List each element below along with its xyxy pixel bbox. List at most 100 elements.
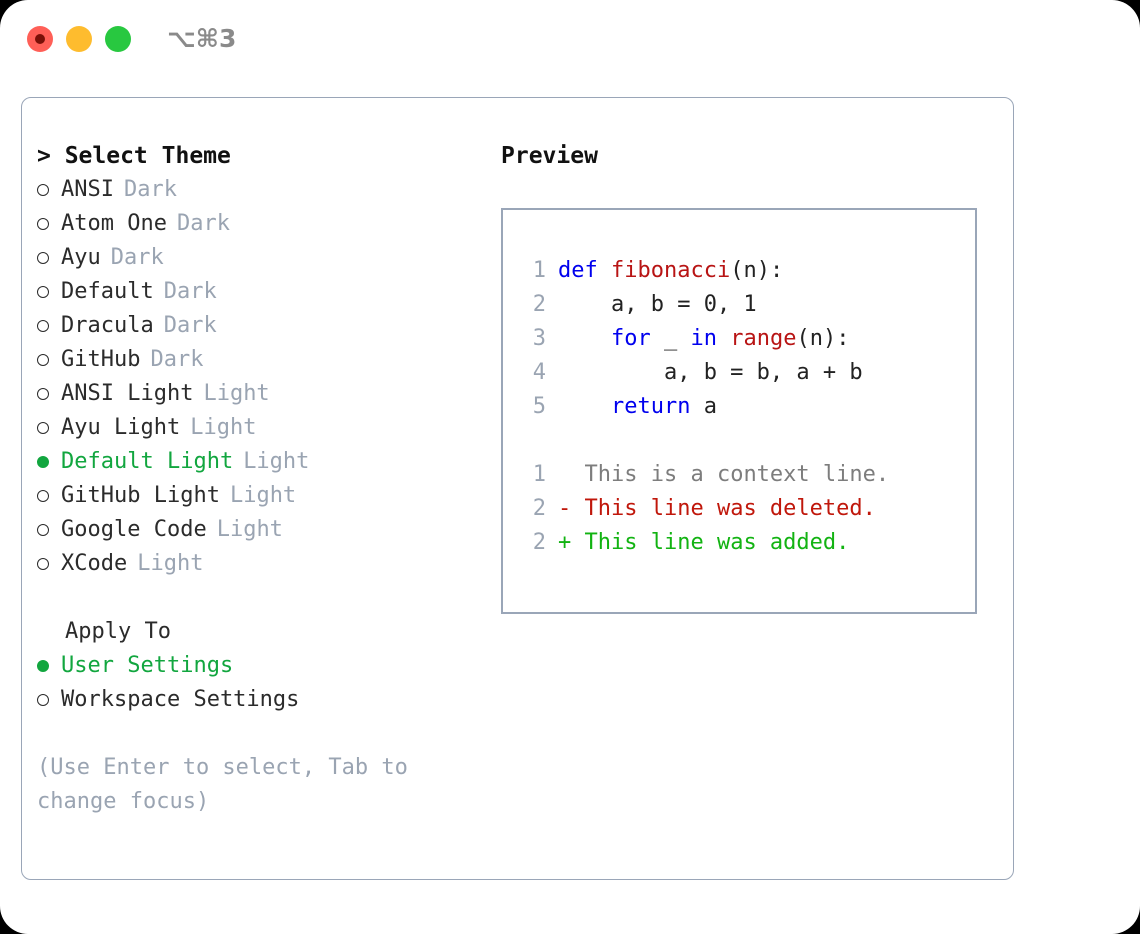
radio-unselected-icon [37, 694, 61, 706]
radio-unselected-icon [37, 422, 61, 434]
minimize-window-button[interactable] [66, 26, 92, 52]
code-line: 1 def fibonacci(n): [516, 254, 969, 288]
theme-option-label: ANSI [61, 177, 114, 202]
radio-dot [37, 456, 49, 468]
theme-option-label: Ayu [61, 245, 101, 270]
diff-line-added: 2 + This line was added. [516, 526, 969, 560]
code-line: 4 a, b = b, a + b [516, 356, 969, 390]
theme-option-kind: Light [243, 449, 310, 474]
code-sample: 1 def fibonacci(n): 2 a, b = 0, 1 3 for _ i… [516, 254, 969, 560]
code-line-number: 2 [532, 292, 546, 317]
apply-to-option-user-settings[interactable]: User Settings [37, 649, 477, 683]
radio-unselected-icon [37, 252, 61, 264]
maximize-window-button[interactable] [105, 26, 131, 52]
theme-option-label: XCode [61, 551, 128, 576]
code-token-pl: a, b = b, a + b [558, 360, 863, 385]
list-spacer [37, 581, 477, 615]
radio-unselected-icon [37, 388, 61, 400]
preview-heading: Preview [501, 143, 598, 169]
radio-unselected-icon [37, 354, 61, 366]
radio-unselected-icon [37, 558, 61, 570]
code-line-text: def fibonacci(n): [558, 254, 783, 288]
theme-option-label: Google Code [61, 517, 207, 542]
theme-option-ansi[interactable]: ANSI Dark [37, 173, 477, 207]
diff-line-body: - This line was deleted. [558, 492, 876, 526]
radio-unselected-icon [37, 286, 61, 298]
keyboard-shortcut-label: ⌥⌘3 [167, 24, 237, 53]
apply-to-option-workspace-settings[interactable]: Workspace Settings [37, 683, 477, 717]
theme-option-kind: Dark [163, 279, 217, 304]
code-token-fn: range [730, 326, 797, 351]
preview-box: 1 def fibonacci(n): 2 a, b = 0, 1 3 for _ i… [501, 208, 977, 614]
title-bar: ⌥⌘3 [0, 0, 1140, 78]
radio-unselected-icon [37, 184, 61, 196]
theme-option-ayu[interactable]: Ayu Dark [37, 241, 477, 275]
close-inner-dot [35, 34, 45, 44]
radio-unselected-icon [37, 524, 61, 536]
code-token-pl: a, b = 0, 1 [558, 292, 757, 317]
code-line-number: 1 [532, 258, 546, 283]
close-window-button[interactable] [27, 26, 53, 52]
code-diff-separator [516, 424, 969, 458]
theme-option-label: Dracula [61, 313, 154, 338]
code-line-number: 4 [532, 360, 546, 385]
apply-to-option-label: User Settings [61, 653, 234, 678]
select-theme-heading: > Select Theme [37, 143, 231, 169]
theme-option-kind: Light [229, 483, 297, 508]
theme-option-label: Atom One [61, 211, 167, 236]
code-token-pl: _ [650, 326, 691, 351]
radio-dot [37, 286, 49, 298]
code-token-kw: def [558, 258, 611, 283]
diff-line-text: This is a context line. [584, 462, 890, 487]
code-line: 3 for _ in range(n): [516, 322, 969, 356]
code-token-kw: in [690, 326, 731, 351]
code-line-text: for _ in range(n): [558, 322, 849, 356]
theme-option-xcode[interactable]: XCode Light [37, 547, 477, 581]
diff-marker: - [558, 496, 572, 521]
code-token-kw: for [610, 326, 651, 351]
theme-option-default[interactable]: Default Dark [37, 275, 477, 309]
theme-option-label: ANSI Light [61, 381, 194, 406]
radio-unselected-icon [37, 490, 61, 502]
theme-option-kind: Light [203, 381, 270, 406]
diff-line-body: This is a context line. [558, 458, 890, 492]
theme-option-kind: Dark [110, 245, 164, 270]
theme-option-kind: Dark [150, 347, 204, 372]
diff-line-number: 2 [532, 496, 546, 521]
code-line-number: 5 [532, 394, 546, 419]
code-token-pl: a [690, 394, 717, 419]
code-token-pl: (n): [796, 326, 850, 351]
theme-option-label: Default Light [61, 449, 234, 474]
code-line-number: 3 [532, 326, 546, 351]
theme-option-default-light[interactable]: Default Light Light [37, 445, 477, 479]
radio-dot [37, 524, 49, 536]
code-line-text: a, b = b, a + b [558, 356, 863, 390]
diff-line-deleted: 2 - This line was deleted. [516, 492, 969, 526]
theme-option-label: Default [61, 279, 154, 304]
theme-option-dracula[interactable]: Dracula Dark [37, 309, 477, 343]
radio-dot [37, 422, 49, 434]
theme-option-ansi-light[interactable]: ANSI Light Light [37, 377, 477, 411]
keyboard-hint-text: (Use Enter to select, Tab to change focu… [37, 755, 422, 814]
theme-option-kind: Dark [163, 313, 217, 338]
code-line: 5 return a [516, 390, 969, 424]
theme-option-kind: Dark [123, 177, 177, 202]
radio-dot [37, 660, 49, 672]
apply-to-option-label: Workspace Settings [61, 687, 300, 712]
theme-option-kind: Light [137, 551, 204, 576]
radio-dot [37, 490, 49, 502]
theme-option-kind: Dark [176, 211, 230, 236]
radio-dot [37, 388, 49, 400]
preview-column: Preview 1 def fibonacci(n): 2 a, b = 0, 1 3… [501, 139, 991, 614]
diff-line-body: + This line was added. [558, 526, 849, 560]
radio-dot [37, 694, 49, 706]
theme-option-atom-one[interactable]: Atom One Dark [37, 207, 477, 241]
radio-unselected-icon [37, 320, 61, 332]
diff-line-number: 2 [532, 530, 546, 555]
